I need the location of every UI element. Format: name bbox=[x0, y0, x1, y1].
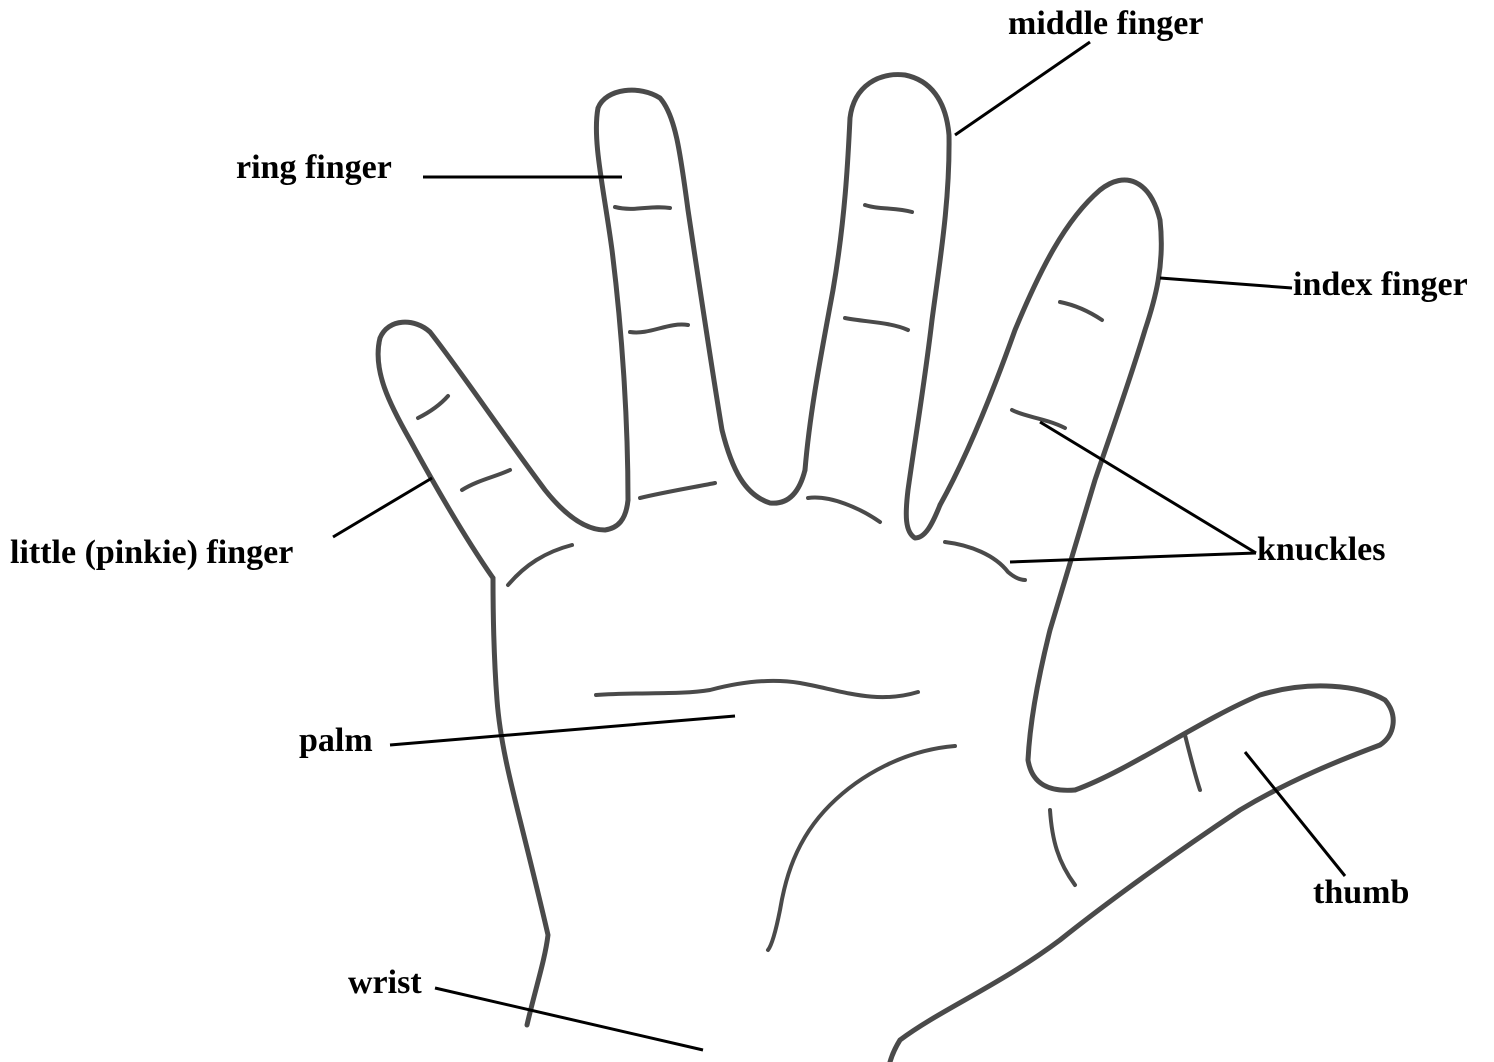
thumb-base-crease bbox=[1050, 810, 1075, 885]
index-finger-outline bbox=[940, 180, 1161, 790]
palm-crease-life bbox=[768, 746, 955, 950]
leader-little-finger bbox=[333, 478, 432, 537]
ring-joint-2 bbox=[630, 325, 688, 333]
thumb-joint-crease bbox=[1185, 735, 1200, 790]
leader-thumb bbox=[1245, 752, 1345, 876]
label-knuckles: knuckles bbox=[1257, 533, 1386, 567]
leader-index-finger bbox=[1160, 278, 1292, 288]
label-little-finger: little (pinkie) finger bbox=[10, 536, 293, 570]
middle-joint-1 bbox=[865, 205, 912, 212]
label-wrist: wrist bbox=[348, 966, 422, 1000]
knuckle-crease-middle bbox=[808, 498, 880, 522]
label-thumb: thumb bbox=[1313, 876, 1409, 910]
label-palm: palm bbox=[299, 724, 373, 758]
label-ring-finger: ring finger bbox=[236, 151, 392, 185]
knuckle-crease-pinkie bbox=[508, 545, 572, 585]
ring-joint-1 bbox=[615, 207, 670, 209]
leader-knuckles-upper bbox=[1040, 422, 1256, 553]
little-finger-outline bbox=[378, 322, 628, 578]
leader-knuckles-lower bbox=[1010, 553, 1256, 562]
hand-left-edge bbox=[493, 578, 548, 1025]
pinkie-joint-2 bbox=[462, 470, 510, 490]
label-index-finger: index finger bbox=[1293, 268, 1468, 302]
leader-palm bbox=[390, 716, 735, 745]
index-joint-2 bbox=[1012, 410, 1065, 428]
ring-finger-outline bbox=[596, 90, 805, 503]
middle-joint-2 bbox=[845, 318, 908, 330]
index-joint-1 bbox=[1060, 302, 1102, 320]
pinkie-joint-1 bbox=[418, 396, 448, 418]
leader-middle-finger bbox=[955, 42, 1090, 135]
middle-finger-outline bbox=[805, 75, 949, 538]
leader-wrist bbox=[435, 988, 703, 1050]
label-middle-finger: middle finger bbox=[1008, 7, 1203, 41]
palm-crease-top bbox=[596, 681, 918, 697]
knuckle-crease-ring bbox=[640, 483, 715, 498]
